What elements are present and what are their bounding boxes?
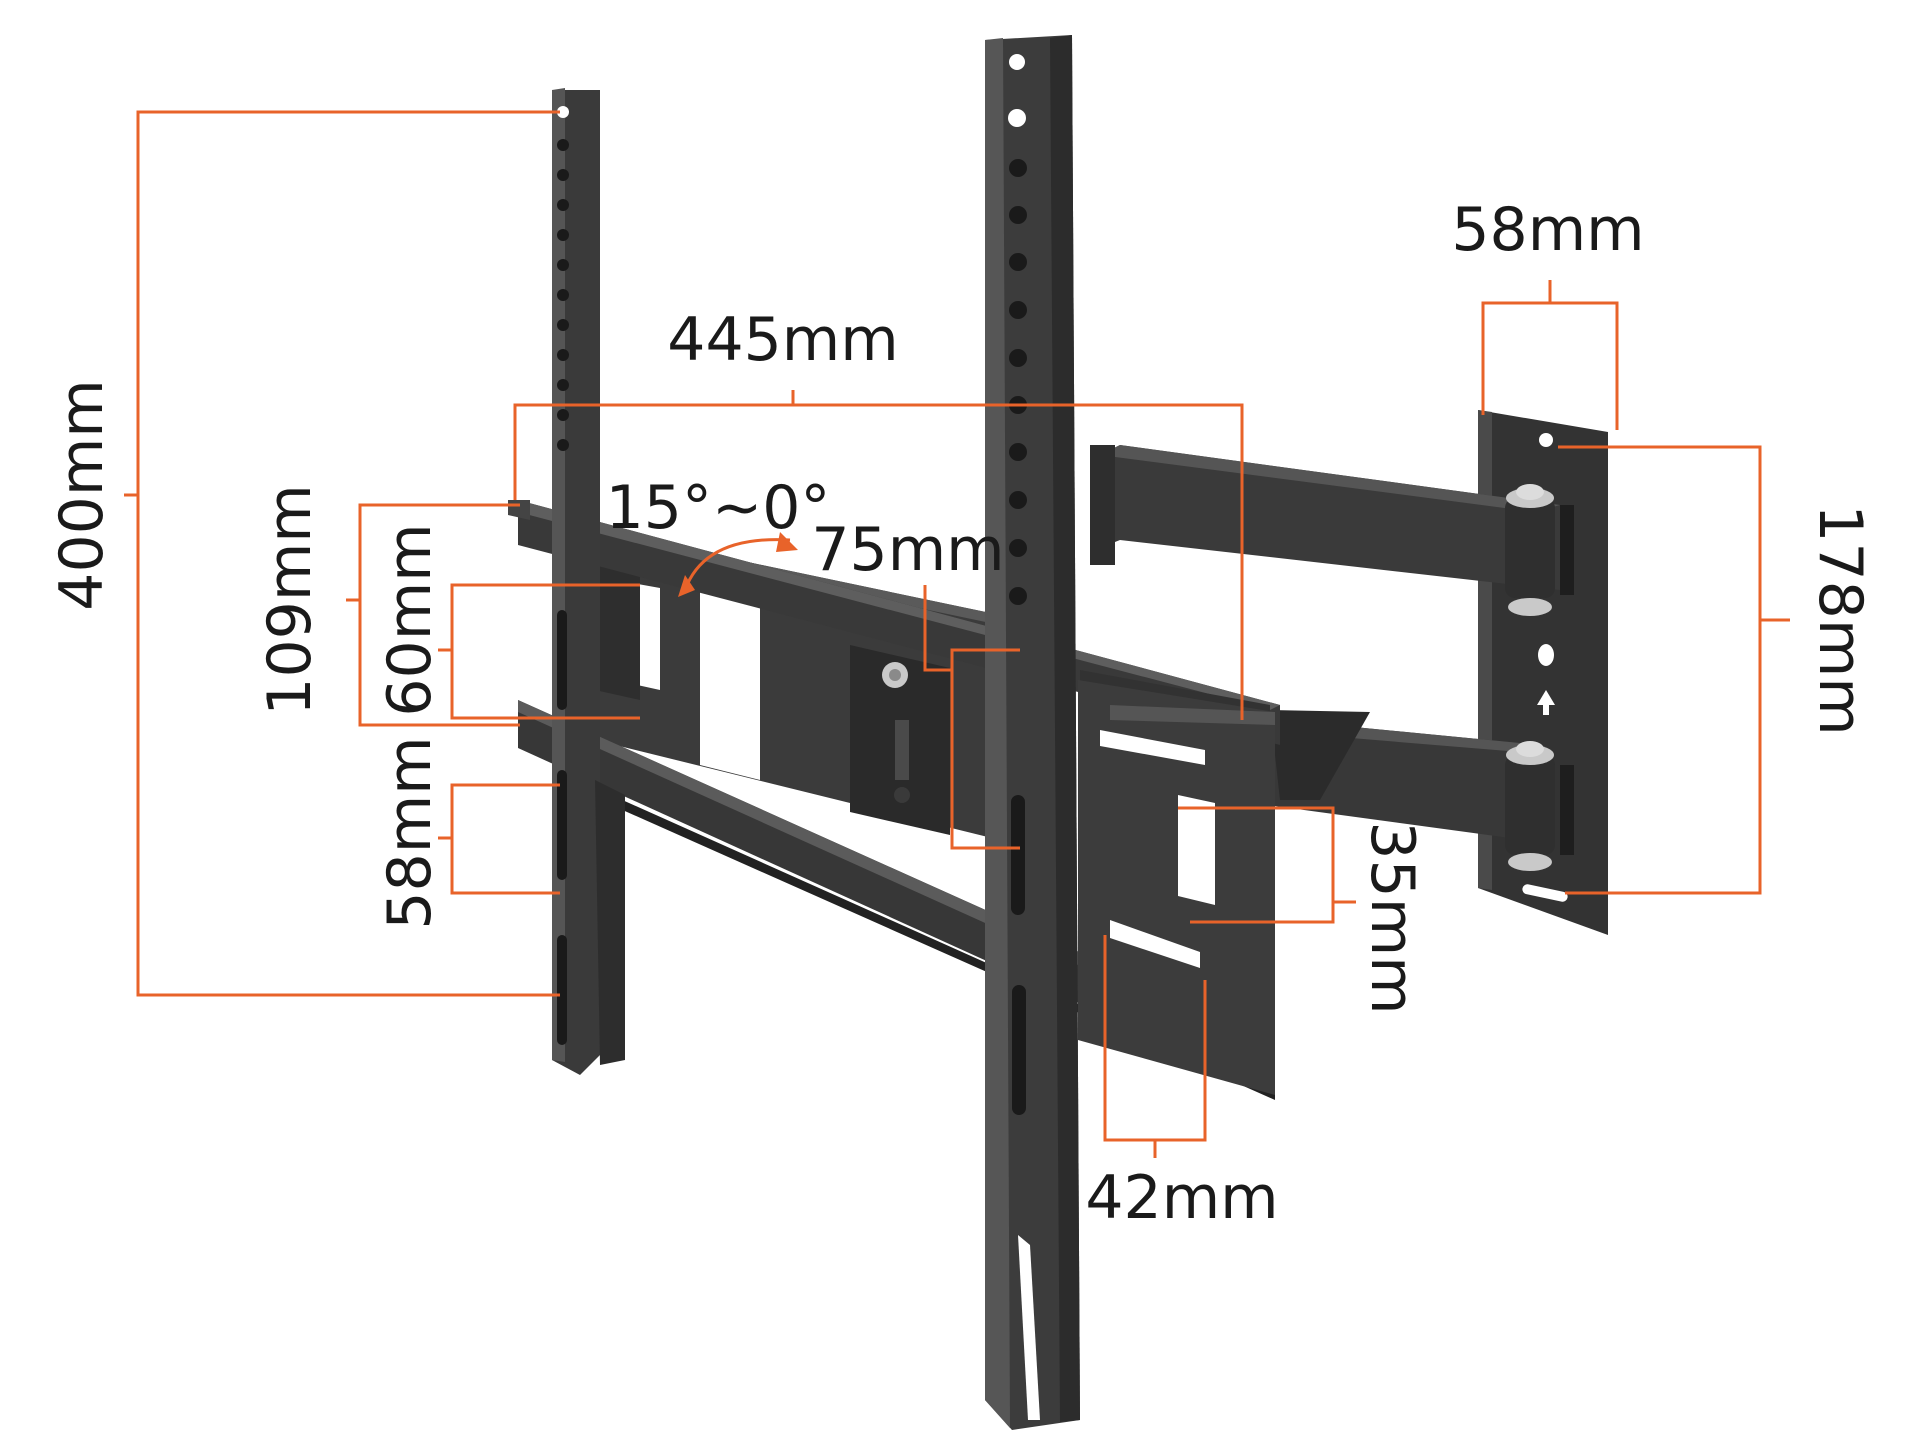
left-vertical-upright bbox=[552, 88, 625, 1075]
label-arm-depth: 35mm bbox=[1357, 821, 1427, 1014]
label-rail-width: 445mm bbox=[667, 305, 898, 375]
lower-arm bbox=[1230, 710, 1555, 871]
dim-line-109mm bbox=[358, 503, 520, 727]
right-upright-holes bbox=[1008, 54, 1040, 1420]
dim-line-58mm-left bbox=[450, 783, 560, 895]
label-slot-spacing-lower: 58mm bbox=[375, 736, 445, 929]
dim-line-445mm bbox=[513, 403, 1244, 720]
dim-line-58mm-top bbox=[1481, 301, 1619, 430]
tilt-arrow-right-icon bbox=[776, 532, 798, 552]
right-side-bracket bbox=[1078, 680, 1275, 1095]
label-arm-span: 109mm bbox=[255, 484, 325, 715]
upper-arm bbox=[1090, 445, 1560, 616]
label-tilt-range: 15°~0° bbox=[606, 473, 831, 543]
left-upright-holes bbox=[557, 106, 569, 1045]
label-wall-plate-width: 58mm bbox=[1451, 195, 1644, 265]
label-wall-plate-height: 178mm bbox=[1805, 504, 1875, 735]
tilt-arrow-left-icon bbox=[678, 575, 695, 597]
rail-hook bbox=[508, 500, 530, 520]
dimension-lines bbox=[124, 110, 1790, 1158]
label-rail-slot-width: 42mm bbox=[1085, 1163, 1278, 1233]
dimension-labels: 400mm 109mm 60mm 58mm 445mm 15°~0° 75mm … bbox=[47, 195, 1875, 1233]
label-pivot-offset: 75mm bbox=[811, 515, 1004, 585]
wall-mount-bracket bbox=[508, 35, 1608, 1430]
label-slot-spacing-upper: 60mm bbox=[375, 523, 445, 716]
dim-line-178mm bbox=[1558, 445, 1762, 895]
dim-line-400mm bbox=[136, 110, 560, 997]
tilt-arc bbox=[683, 538, 791, 591]
right-vertical-upright bbox=[985, 35, 1080, 1430]
dim-line-75mm bbox=[950, 648, 1020, 850]
dim-line-35mm bbox=[1178, 806, 1335, 924]
label-overall-height: 400mm bbox=[47, 379, 117, 610]
